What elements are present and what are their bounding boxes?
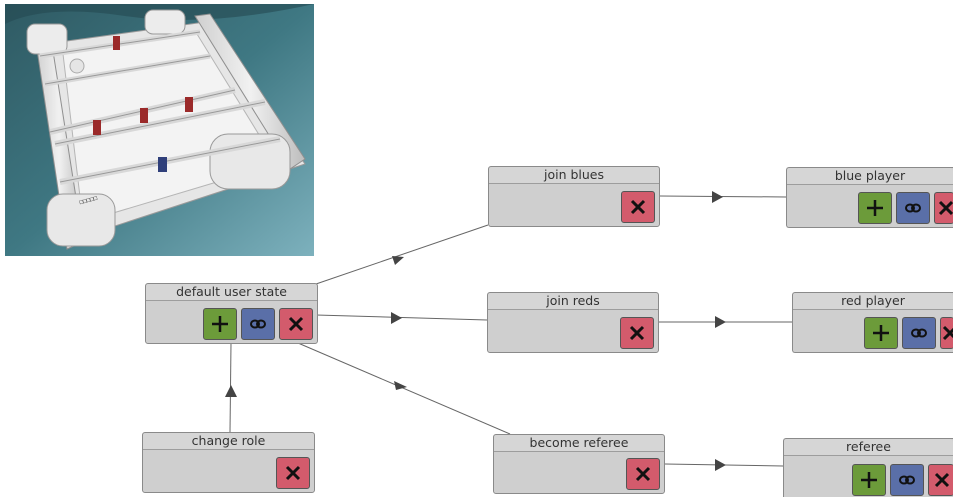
node-title: join reds bbox=[488, 293, 658, 310]
edge-arrow-default-to-become-referee bbox=[394, 381, 407, 390]
link-state-button[interactable] bbox=[241, 308, 275, 340]
edge-arrow-default-to-join-blues bbox=[392, 256, 404, 265]
node-join-blues[interactable]: join blues bbox=[488, 166, 660, 227]
close-icon bbox=[934, 472, 950, 488]
node-join-reds[interactable]: join reds bbox=[487, 292, 659, 353]
add-state-button[interactable] bbox=[203, 308, 237, 340]
node-title: blue player bbox=[787, 168, 953, 185]
delete-transition-button[interactable] bbox=[621, 191, 655, 223]
plus-icon bbox=[873, 325, 889, 341]
node-title: change role bbox=[143, 433, 314, 450]
node-title: referee bbox=[784, 439, 953, 456]
plus-icon bbox=[212, 316, 228, 332]
delete-state-button[interactable] bbox=[934, 192, 953, 224]
delete-state-button[interactable] bbox=[940, 317, 953, 349]
delete-state-button[interactable] bbox=[928, 464, 953, 496]
node-change-role[interactable]: change role bbox=[142, 432, 315, 493]
edge-default-to-become-referee bbox=[297, 342, 511, 435]
close-icon bbox=[942, 325, 953, 341]
chain-link-icon bbox=[250, 319, 266, 329]
close-icon bbox=[285, 465, 301, 481]
close-icon bbox=[630, 199, 646, 215]
edge-arrow-become-referee-to-referee bbox=[715, 459, 726, 471]
add-state-button[interactable] bbox=[852, 464, 886, 496]
close-icon bbox=[288, 316, 304, 332]
node-become-referee[interactable]: become referee bbox=[493, 434, 665, 494]
add-state-button[interactable] bbox=[858, 192, 892, 224]
chain-link-icon bbox=[911, 328, 927, 338]
edge-arrow-change-role-to-default bbox=[225, 385, 237, 397]
edge-arrow-join-blues-to-blue-player bbox=[712, 191, 723, 203]
plus-icon bbox=[861, 472, 877, 488]
node-title: become referee bbox=[494, 435, 664, 452]
foosball-table-preview: □□□□□ bbox=[5, 4, 314, 256]
link-state-button[interactable] bbox=[896, 192, 930, 224]
delete-transition-button[interactable] bbox=[276, 457, 310, 489]
svg-text:□□□□□: □□□□□ bbox=[79, 194, 99, 206]
close-icon bbox=[938, 200, 953, 216]
chain-link-icon bbox=[899, 475, 915, 485]
close-icon bbox=[635, 466, 651, 482]
edge-join-blues-to-blue-player bbox=[659, 195, 787, 198]
delete-transition-button[interactable] bbox=[626, 458, 660, 490]
edge-arrow-default-to-join-reds bbox=[391, 312, 402, 324]
chain-link-icon bbox=[905, 203, 921, 213]
edge-arrow-join-reds-to-red-player bbox=[715, 316, 726, 328]
edge-default-to-join-reds bbox=[315, 314, 488, 321]
delete-transition-button[interactable] bbox=[620, 317, 654, 349]
link-state-button[interactable] bbox=[890, 464, 924, 496]
edge-default-to-join-blues bbox=[315, 224, 489, 285]
delete-state-button[interactable] bbox=[279, 308, 313, 340]
node-referee[interactable]: referee bbox=[783, 438, 953, 497]
node-title: default user state bbox=[146, 284, 317, 301]
plus-icon bbox=[867, 200, 883, 216]
node-title: red player bbox=[793, 293, 953, 310]
close-icon bbox=[629, 325, 645, 341]
node-title: join blues bbox=[489, 167, 659, 184]
node-red-player[interactable]: red player bbox=[792, 292, 953, 353]
node-blue-player[interactable]: blue player bbox=[786, 167, 953, 228]
link-state-button[interactable] bbox=[902, 317, 936, 349]
add-state-button[interactable] bbox=[864, 317, 898, 349]
node-default-user-state[interactable]: default user state bbox=[145, 283, 318, 344]
